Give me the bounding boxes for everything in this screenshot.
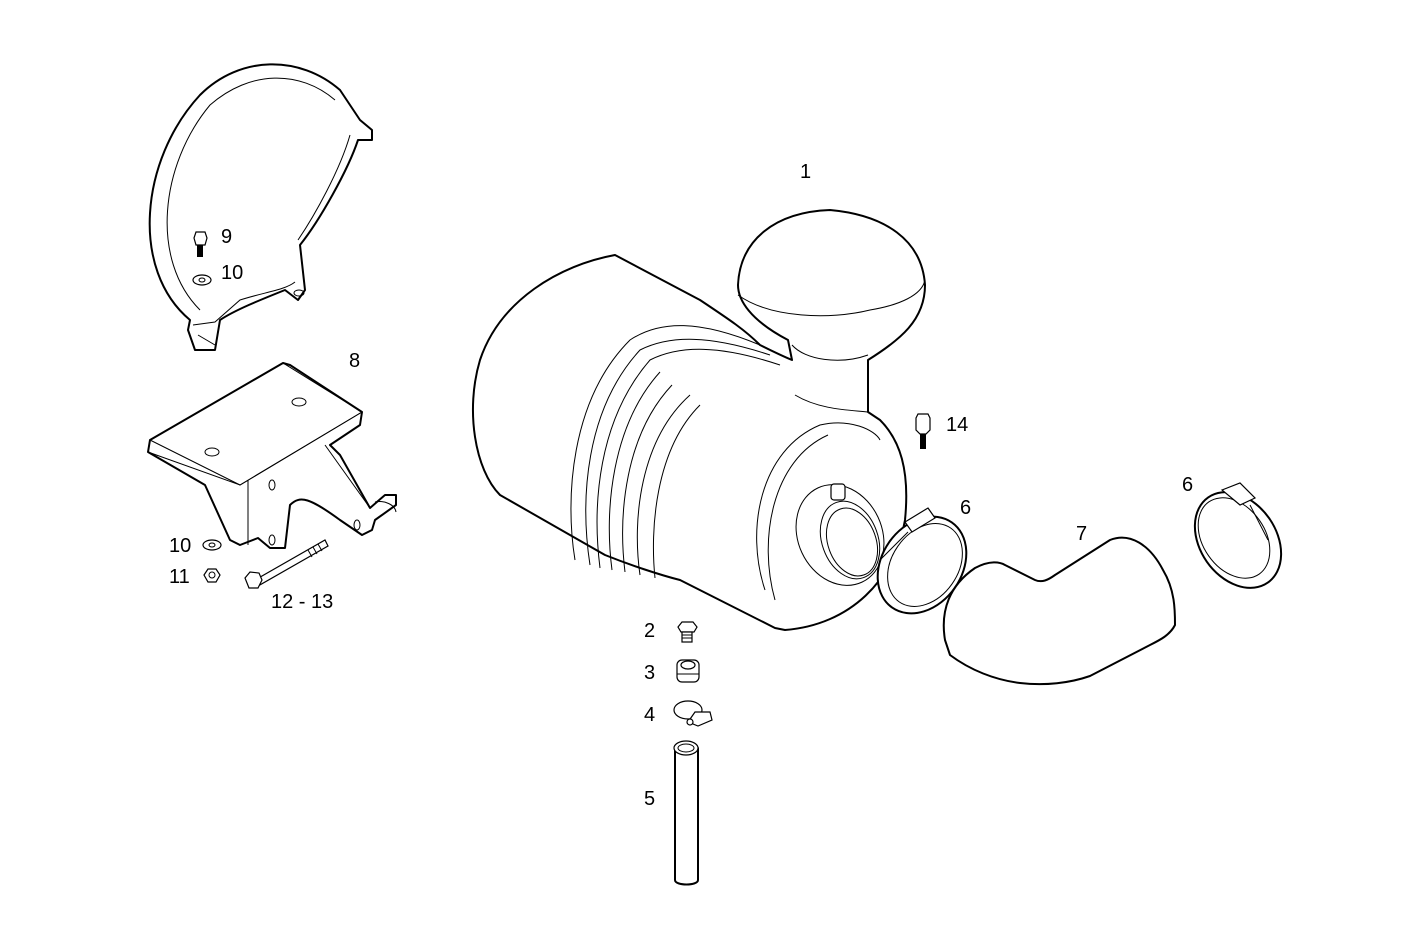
callout-1: 1 [800, 161, 812, 183]
washer-lower-drawing [202, 539, 222, 551]
bolt-drawing [193, 231, 208, 257]
hose-clamp-left-drawing [876, 507, 968, 615]
long-bolt-drawing [244, 539, 329, 589]
elbow-hose-drawing [942, 536, 1176, 686]
washer-upper-drawing [192, 274, 212, 286]
air-filter-drawing [471, 209, 926, 631]
callout-6-right: 6 [1182, 474, 1194, 496]
callout-11: 11 [169, 566, 190, 588]
callout-6-left: 6 [960, 497, 972, 519]
small-tube-drawing [673, 740, 699, 886]
service-indicator-drawing [915, 413, 931, 449]
callout-2: 2 [644, 620, 656, 642]
callout-8: 8 [349, 350, 361, 372]
callout-3: 3 [644, 662, 656, 684]
callout-14: 14 [946, 414, 969, 436]
plug-screw-drawing [677, 621, 698, 643]
callout-9: 9 [221, 226, 233, 248]
callout-10-lower: 10 [169, 535, 192, 557]
callout-12-13: 12 - 13 [271, 591, 334, 613]
callout-5: 5 [644, 788, 656, 810]
adapter-fitting-drawing [676, 659, 700, 683]
small-hose-clamp-drawing [673, 700, 713, 727]
callout-10-upper: 10 [221, 262, 244, 284]
retaining-strap-drawing [148, 63, 373, 351]
hose-clamp-right-drawing [1193, 482, 1283, 589]
mounting-bracket-drawing [147, 362, 397, 549]
nut-drawing [203, 568, 221, 583]
callout-7: 7 [1076, 523, 1088, 545]
callout-4: 4 [644, 704, 656, 726]
